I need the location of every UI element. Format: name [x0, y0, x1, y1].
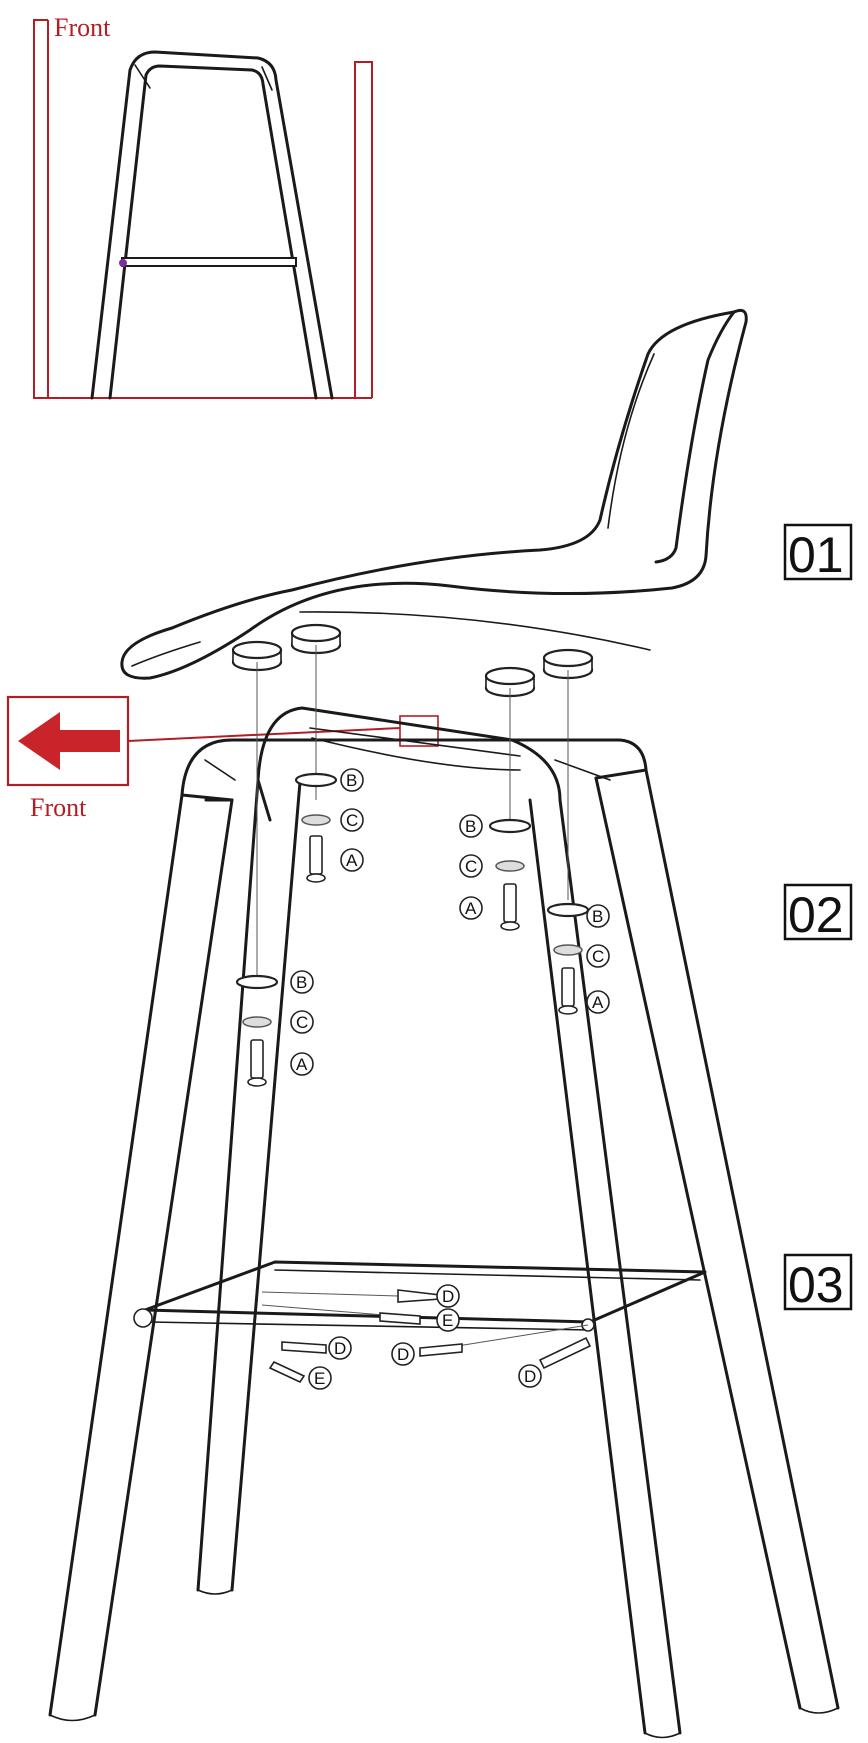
callout-d-1: D — [436, 1284, 460, 1308]
callout-b-3: B — [459, 814, 483, 838]
front-view-inset: Front — [33, 13, 373, 400]
callout-e-2: E — [308, 1366, 332, 1390]
step-03-label: 03 — [788, 1257, 844, 1313]
step-02-label: 02 — [788, 887, 844, 943]
callout-b-1: B — [340, 768, 364, 792]
callout-c-2: C — [290, 1010, 314, 1034]
callout-d-2: D — [328, 1336, 352, 1360]
fastener-stack-3 — [488, 688, 532, 931]
callout-c-3: C — [459, 854, 483, 878]
svg-text:C: C — [592, 947, 604, 966]
svg-text:D: D — [524, 1367, 536, 1386]
stool-frame — [48, 706, 840, 1739]
callout-a-3: A — [459, 896, 483, 920]
front-arrow-icon — [18, 712, 120, 770]
callout-a-4: A — [586, 990, 610, 1014]
svg-text:C: C — [346, 811, 358, 830]
svg-text:B: B — [465, 817, 476, 836]
svg-text:E: E — [314, 1369, 325, 1388]
svg-text:B: B — [592, 907, 603, 926]
svg-text:B: B — [296, 973, 307, 992]
svg-text:A: A — [465, 899, 477, 918]
callout-b-2: B — [290, 970, 314, 994]
callout-c-4: C — [586, 944, 610, 968]
inset-front-label: Front — [54, 13, 111, 42]
callout-b-4: B — [586, 904, 610, 928]
svg-text:A: A — [296, 1055, 308, 1074]
svg-text:D: D — [334, 1339, 346, 1358]
svg-text:D: D — [442, 1287, 454, 1306]
svg-text:D: D — [397, 1345, 409, 1364]
svg-text:C: C — [465, 857, 477, 876]
svg-text:A: A — [592, 993, 604, 1012]
seat-boss-1 — [231, 640, 283, 672]
svg-text:B: B — [346, 771, 357, 790]
callout-d-3: D — [391, 1342, 415, 1366]
fastener-stack-4 — [546, 670, 590, 1015]
callout-e-1: E — [436, 1308, 460, 1332]
footrest-marker-icon — [119, 259, 127, 267]
svg-text:A: A — [346, 851, 358, 870]
part-callouts: B C A B C A B C A B C A D E D E D D — [290, 768, 610, 1390]
wood-screws — [261, 1289, 592, 1384]
svg-text:E: E — [442, 1311, 453, 1330]
step-01-label: 01 — [788, 527, 844, 583]
fastener-stack-2 — [235, 662, 279, 1087]
callout-a-2: A — [290, 1052, 314, 1076]
seat-shell — [120, 308, 748, 698]
callout-d-4: D — [518, 1364, 542, 1388]
callout-c-1: C — [340, 808, 364, 832]
callout-a-1: A — [340, 848, 364, 872]
step-labels: 01 02 03 — [783, 523, 853, 1313]
seat-boss-3 — [484, 666, 536, 698]
front-direction-label: Front — [30, 793, 87, 822]
svg-text:C: C — [296, 1013, 308, 1032]
front-direction-indicator: Front — [6, 695, 439, 822]
fastener-stack-1 — [294, 645, 338, 883]
